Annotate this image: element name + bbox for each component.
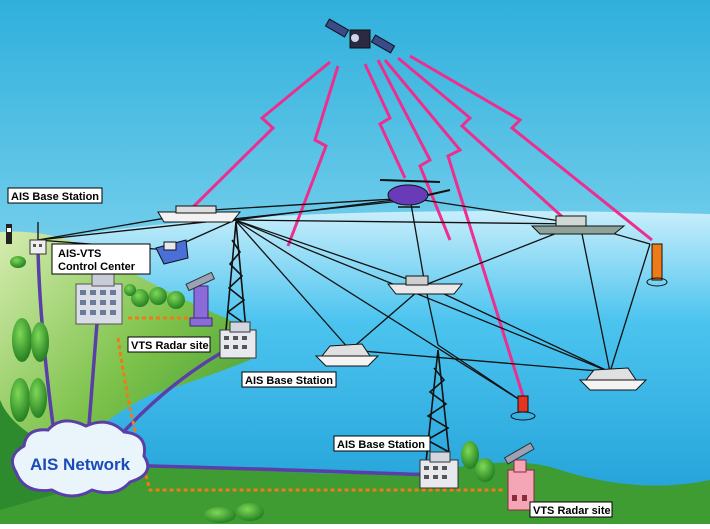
ship-3 [386,275,464,295]
label-radar-site-1: VTS Radar site [127,336,211,353]
trees [10,256,495,523]
control-center-building [75,271,123,325]
buoy-red [510,395,536,421]
ais-network-cloud [10,419,150,498]
label-control-center: AIS-VTS Control Center [51,243,151,275]
satellite-link-ship-3 [376,59,452,241]
satellite-link-buoy [383,59,525,397]
cable-control-center [86,308,100,440]
yacht-2 [578,367,648,391]
satellite-link-2 [286,65,340,247]
label-base-station-2-text: AIS Base Station [245,375,333,387]
satellite-link-lighthouse [409,54,653,242]
base-station-1 [29,222,47,255]
label-base-station-1-text: AIS Base Station [11,191,99,203]
satellite-link-helicopter [363,63,407,179]
radar-cable-2 [116,337,505,492]
label-base-station-1: AIS Base Station [7,187,103,204]
base-station-2-building [219,321,257,359]
ship-4 [530,215,626,235]
label-radar-site-2-text: VTS Radar site [533,505,611,517]
label-radar-site-2: VTS Radar site [529,501,613,518]
satellite-link-ship-1 [188,60,331,212]
satellite-link-ship-4 [397,56,570,224]
ship-1 [157,205,242,223]
satellite-links [188,54,653,397]
radar-site-1 [185,271,216,327]
yacht-1 [314,343,380,367]
base-station-3-building [419,451,459,489]
label-base-station-3: AIS Base Station [333,435,431,452]
helicopter-icon [379,179,451,208]
lighthouse-left [6,224,12,244]
ship-2 [155,239,189,265]
label-control-center-line1: AIS-VTS [58,248,101,260]
satellite-icon [324,18,396,54]
label-ais-network: AIS Network [30,455,131,474]
label-base-station-3-text: AIS Base Station [337,439,425,451]
ais-tower-2 [225,221,247,331]
label-radar-site-1-text: VTS Radar site [131,340,209,352]
cable-base-station-3 [118,463,432,477]
radar-cables [116,316,505,492]
label-control-center-line2: Control Center [58,261,136,273]
label-base-station-2: AIS Base Station [241,371,337,388]
buoy-lighthouse [646,243,668,287]
